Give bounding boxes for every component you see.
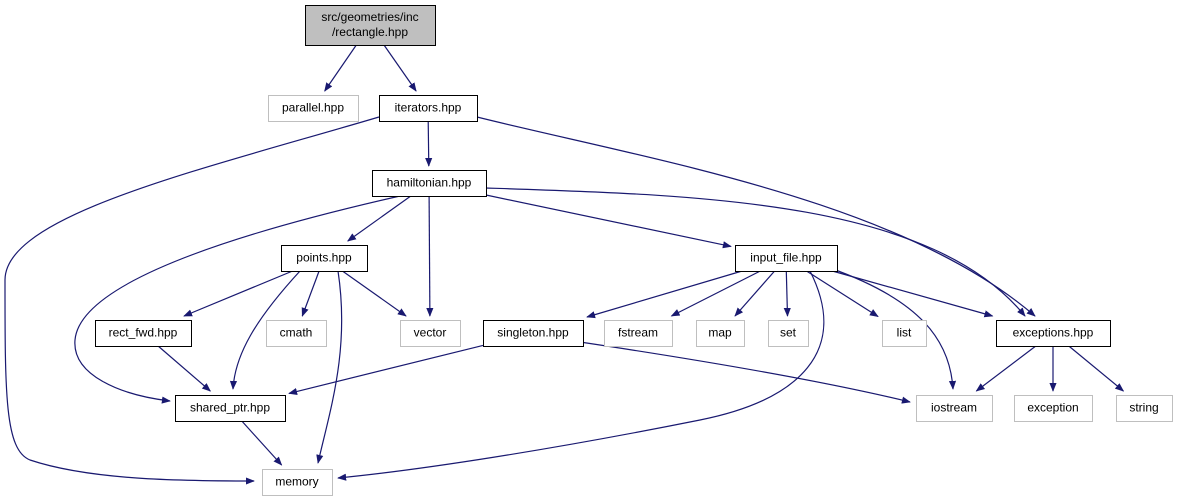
node-label-vector: vector bbox=[414, 326, 447, 340]
edge-input_file-to-fstream bbox=[670, 270, 761, 317]
node-box-list bbox=[882, 320, 927, 347]
edge-points-to-shared_ptr bbox=[229, 270, 301, 390]
node-input_file[interactable]: input_file.hpp bbox=[735, 245, 838, 272]
node-exception: exception bbox=[1014, 395, 1093, 422]
node-box-exceptions bbox=[996, 320, 1111, 347]
edge-root-to-iterators bbox=[383, 44, 417, 92]
node-label-set: set bbox=[780, 326, 797, 340]
edge-root-to-parallel bbox=[324, 44, 357, 92]
node-box-iostream bbox=[916, 395, 993, 422]
edge-hamiltonian-to-exceptions bbox=[485, 187, 1026, 317]
node-list: list bbox=[882, 320, 927, 347]
node-label-iterators: iterators.hpp bbox=[395, 101, 462, 115]
node-box-fstream bbox=[604, 320, 673, 347]
node-box-iterators bbox=[379, 95, 478, 122]
node-shared_ptr[interactable]: shared_ptr.hpp bbox=[175, 395, 286, 422]
node-root[interactable]: src/geometries/inc/rectangle.hpp bbox=[305, 5, 436, 46]
node-label-hamiltonian: hamiltonian.hpp bbox=[387, 176, 472, 190]
node-box-root bbox=[305, 5, 436, 46]
node-box-singleton bbox=[483, 320, 584, 347]
node-label-list: list bbox=[897, 326, 912, 340]
node-parallel: parallel.hpp bbox=[268, 95, 359, 122]
edge-exceptions-to-iostream bbox=[975, 345, 1037, 392]
node-fstream: fstream bbox=[604, 320, 673, 347]
node-box-set bbox=[768, 320, 809, 347]
node-label-cmath: cmath bbox=[280, 326, 313, 340]
edge-points-to-rect_fwd bbox=[183, 270, 293, 317]
node-label-root: src/geometries/inc bbox=[321, 10, 418, 24]
node-label-memory: memory bbox=[275, 475, 318, 489]
edge-shared_ptr-to-memory bbox=[241, 420, 283, 466]
node-label-string: string bbox=[1129, 401, 1158, 415]
node-rect_fwd[interactable]: rect_fwd.hpp bbox=[95, 320, 192, 347]
node-map: map bbox=[696, 320, 745, 347]
node-singleton[interactable]: singleton.hpp bbox=[483, 320, 584, 347]
edge-hamiltonian-to-vector bbox=[426, 195, 434, 317]
edge-points-to-cmath bbox=[301, 270, 320, 317]
node-cmath: cmath bbox=[266, 320, 327, 347]
edge-points-to-memory bbox=[316, 270, 343, 464]
node-label-parallel: parallel.hpp bbox=[282, 101, 344, 115]
edge-hamiltonian-to-input_file bbox=[485, 194, 732, 249]
edge-singleton-to-iostream bbox=[579, 341, 911, 404]
node-box-input_file bbox=[735, 245, 838, 272]
node-points[interactable]: points.hpp bbox=[281, 245, 368, 272]
node-box-hamiltonian bbox=[372, 170, 487, 197]
node-box-rect_fwd bbox=[95, 320, 192, 347]
edge-input_file-to-singleton bbox=[586, 270, 743, 319]
node-label-rect_fwd: rect_fwd.hpp bbox=[109, 326, 178, 340]
node-memory: memory bbox=[262, 469, 333, 496]
nodes-layer: src/geometries/inc/rectangle.hpp parallel… bbox=[95, 5, 1173, 496]
node-box-parallel bbox=[268, 95, 359, 122]
edge-iterators-to-hamiltonian bbox=[425, 120, 433, 167]
node-label-root: /rectangle.hpp bbox=[332, 25, 408, 39]
edge-exceptions-to-string bbox=[1068, 345, 1125, 392]
edge-iterators-to-exceptions bbox=[476, 116, 1036, 317]
node-label-map: map bbox=[708, 326, 732, 340]
node-box-cmath bbox=[266, 320, 327, 347]
node-label-singleton: singleton.hpp bbox=[497, 326, 569, 340]
node-box-exception bbox=[1014, 395, 1093, 422]
node-label-fstream: fstream bbox=[618, 326, 658, 340]
edge-singleton-to-shared_ptr bbox=[288, 344, 484, 395]
node-label-exception: exception bbox=[1027, 401, 1078, 415]
node-label-iostream: iostream bbox=[931, 401, 977, 415]
node-string: string bbox=[1116, 395, 1173, 422]
node-vector: vector bbox=[400, 320, 461, 347]
node-hamiltonian[interactable]: hamiltonian.hpp bbox=[372, 170, 487, 197]
node-exceptions[interactable]: exceptions.hpp bbox=[996, 320, 1111, 347]
node-iostream: iostream bbox=[916, 395, 993, 422]
edge-points-to-vector bbox=[342, 270, 407, 317]
node-box-string bbox=[1116, 395, 1173, 422]
node-label-points: points.hpp bbox=[296, 251, 352, 265]
node-box-memory bbox=[262, 469, 333, 496]
node-iterators[interactable]: iterators.hpp bbox=[379, 95, 478, 122]
edge-input_file-to-set bbox=[783, 270, 791, 317]
node-set: set bbox=[768, 320, 809, 347]
edge-input_file-to-exceptions bbox=[832, 270, 994, 318]
node-label-shared_ptr: shared_ptr.hpp bbox=[190, 401, 270, 415]
node-label-input_file: input_file.hpp bbox=[750, 251, 822, 265]
edge-input_file-to-map bbox=[734, 270, 776, 317]
node-label-exceptions: exceptions.hpp bbox=[1013, 326, 1094, 340]
node-box-map bbox=[696, 320, 745, 347]
edge-hamiltonian-to-shared_ptr bbox=[74, 195, 401, 404]
node-box-shared_ptr bbox=[175, 395, 286, 422]
edge-iterators-to-memory bbox=[4, 116, 380, 485]
edge-input_file-to-memory bbox=[337, 270, 825, 481]
edge-hamiltonian-to-points bbox=[347, 195, 412, 242]
node-box-vector bbox=[400, 320, 461, 347]
edge-input_file-to-list bbox=[806, 270, 879, 318]
edge-rect_fwd-to-shared_ptr bbox=[157, 345, 211, 392]
edges-layer bbox=[4, 44, 1125, 485]
node-box-points bbox=[281, 245, 368, 272]
